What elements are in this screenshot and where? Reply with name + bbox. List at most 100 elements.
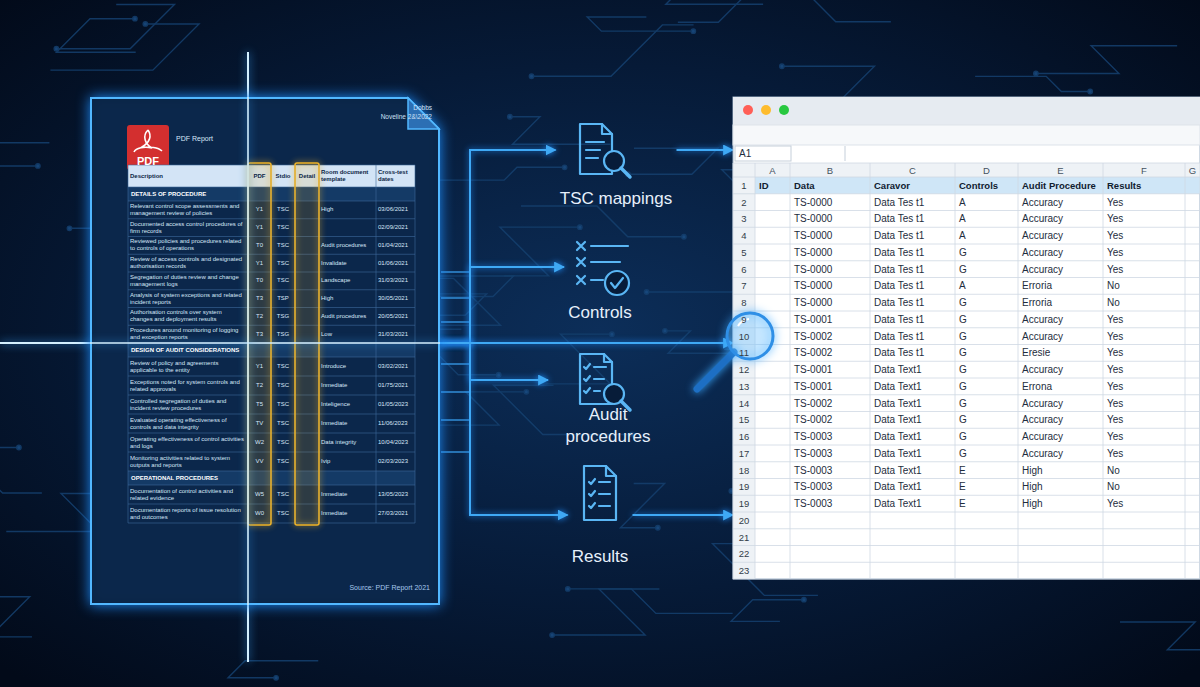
- step-node: Controls: [564, 232, 636, 324]
- circuit-pad: [143, 22, 147, 26]
- circuit-pad: [524, 390, 528, 394]
- audit-icon: [584, 388, 600, 393]
- circuit-pad: [682, 235, 686, 239]
- sheet-cell: TS-0001: [790, 311, 870, 328]
- row-number-band: [733, 163, 755, 579]
- row-number: 13: [733, 378, 755, 395]
- circuit-trace: [678, 0, 771, 22]
- grid-line: [733, 495, 1200, 496]
- circuit-pad: [550, 633, 554, 637]
- step-label: Controls: [564, 302, 636, 324]
- document-meta: Noveline 2&\2022: [290, 112, 432, 121]
- sheet-cell: A: [955, 227, 1018, 244]
- table-cell: Controlled segregation of duties and inc…: [128, 395, 248, 414]
- sheet-cell: Data Text1: [870, 395, 955, 412]
- circuit-trace: [57, 19, 136, 52]
- circuit-pad: [54, 47, 58, 51]
- table-header-cell: Description: [128, 165, 248, 187]
- sheet-cell: Errona: [1018, 378, 1103, 395]
- row-number: 20: [733, 512, 755, 529]
- table-cell: 01/04/2021: [376, 237, 415, 255]
- table-cell: 30/05/2021: [376, 290, 415, 308]
- table-cell: T2: [248, 308, 271, 326]
- step-label: Results: [568, 546, 633, 568]
- row-number: 17: [733, 445, 755, 462]
- circuit-pad: [508, 115, 512, 119]
- circuit-trace: [546, 334, 612, 384]
- document-outline: [91, 98, 439, 604]
- table-cell: Relevant control scope assessments and m…: [128, 201, 248, 219]
- sheet-cell: Data Text1: [870, 479, 955, 496]
- table-cell: 20/05/2021: [376, 308, 415, 326]
- table-cell: T5: [248, 395, 271, 414]
- sheet-cell: Data Tes t1: [870, 194, 955, 211]
- sheet-cell: Accuracy: [1018, 244, 1103, 261]
- sheet-cell: Yes: [1103, 194, 1185, 211]
- grid-line: [733, 378, 1200, 379]
- circuit-pad: [1034, 71, 1038, 75]
- sheet-cell: Yes: [1103, 227, 1185, 244]
- circuit-trace: [1036, 46, 1177, 74]
- tsc-icon: [602, 124, 612, 134]
- grid-line: [790, 163, 791, 579]
- row-number: 14: [733, 395, 755, 412]
- sheet-cell: Accuracy: [1018, 428, 1103, 445]
- table-cell: T3: [248, 290, 271, 308]
- grid-line: [733, 528, 1200, 529]
- step-label: Audit procedures: [552, 404, 664, 448]
- connectors: [440, 150, 733, 515]
- column-header-band: [733, 163, 1200, 177]
- results-icon: [589, 503, 610, 508]
- sheet-cell: TS-0000: [790, 261, 870, 278]
- sheet-cell: Data Text1: [870, 462, 955, 479]
- table-cell: Procedures around monitoring of logging …: [128, 325, 248, 343]
- circuit-trace: [50, 24, 199, 70]
- sheet-cell: No: [1103, 462, 1185, 479]
- sheet-cell: Yes: [1103, 395, 1185, 412]
- sheet-cell: E: [955, 462, 1018, 479]
- grid-line: [733, 244, 1200, 245]
- sheet-cell: Data Text1: [870, 378, 955, 395]
- controls-icon: [577, 242, 629, 295]
- sheet-cell: High: [1018, 462, 1103, 479]
- scan-line: [247, 52, 249, 99]
- grid-line: [733, 227, 1200, 228]
- sheet-cell: G: [955, 261, 1018, 278]
- results-icon: [589, 491, 610, 496]
- grid-line: [955, 163, 956, 579]
- audit-icon: [580, 354, 630, 410]
- spreadsheet-window: A1ABCDEFG1234567891011121314151617181919…: [733, 97, 1200, 579]
- table-cell: TSC: [271, 219, 295, 237]
- sheet-cell: No: [1103, 278, 1185, 295]
- bracket-lines: [441, 451, 470, 453]
- tsc-icon: [586, 142, 604, 158]
- sheet-cell: Accuracy: [1018, 395, 1103, 412]
- sheet-cell: G: [955, 244, 1018, 261]
- column-letter: A: [755, 163, 790, 177]
- circuit-pad: [496, 373, 500, 377]
- table-cell: Y1: [248, 254, 271, 272]
- row-number: 1: [733, 177, 755, 194]
- sheet-cell: Yes: [1103, 361, 1185, 378]
- table-cell: TSC: [271, 452, 295, 471]
- sheet-cell: A: [955, 211, 1018, 228]
- circuit-pad: [663, 329, 667, 333]
- circuit-trace: [587, 17, 693, 31]
- scan-line: [0, 342, 92, 344]
- sheet-cell: Data Text1: [870, 495, 955, 512]
- table-cell: High: [319, 201, 376, 219]
- table-cell: High: [319, 290, 376, 308]
- sheet-header-cell: Data: [790, 177, 870, 194]
- circuit-pad: [578, 225, 582, 229]
- row-number: 22: [733, 546, 755, 563]
- sheet-cell: Erroria: [1018, 278, 1103, 295]
- grid-line: [733, 193, 1200, 194]
- table-cell: Inmediate: [319, 485, 376, 504]
- sheet-cell: Eresie: [1018, 345, 1103, 362]
- bracket-lines: [441, 391, 470, 393]
- table-cell: 02/09/2021: [376, 219, 415, 237]
- table-header-cell: Cross-test dates: [376, 165, 415, 187]
- tsc-icon: [621, 168, 630, 177]
- sheet-cell: Yes: [1103, 378, 1185, 395]
